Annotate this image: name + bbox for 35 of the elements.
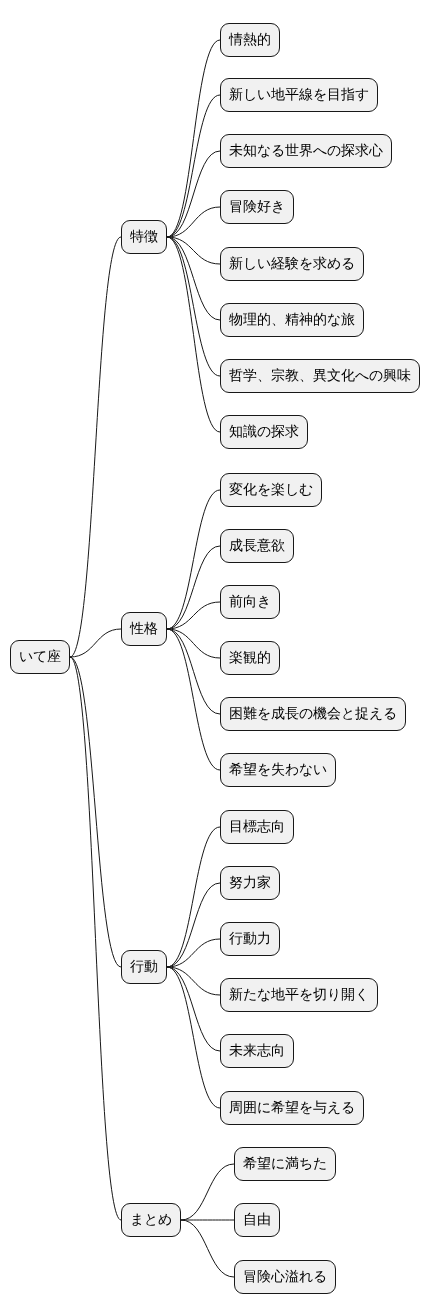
topic-box: 物理的、精神的な旅 (220, 303, 364, 337)
topic-box: 行動力 (220, 922, 280, 956)
connector-line (166, 236, 221, 433)
topic-box: 新しい地平線を目指す (220, 78, 378, 112)
topic-box: 新たな地平を切り開く (220, 978, 378, 1012)
topic-box: 情熱的 (220, 23, 280, 57)
topic-box: 性格 (121, 612, 167, 646)
topic-box: 変化を楽しむ (220, 473, 322, 507)
connector-line (69, 656, 122, 1221)
topic-box: 冒険好き (220, 190, 294, 224)
topic-box: 冒険心溢れる (234, 1260, 336, 1294)
connector-line (180, 1219, 235, 1221)
topic-box: 楽観的 (220, 641, 280, 675)
topic-box: 未知なる世界への探求心 (220, 134, 392, 168)
connector-line (69, 236, 122, 658)
topic-box: 希望を失わない (220, 753, 336, 787)
connector-line (180, 1219, 235, 1278)
topic-box: 目標志向 (220, 810, 294, 844)
topic-box: 成長意欲 (220, 529, 294, 563)
topic-box: 困難を成長の機会と捉える (220, 697, 406, 731)
connector-line (69, 628, 122, 658)
topic-box: いて座 (10, 640, 70, 674)
topic-box: 努力家 (220, 866, 280, 900)
topic-box: まとめ (121, 1203, 181, 1237)
topic-box: 知識の探求 (220, 415, 308, 449)
topic-box: 前向き (220, 585, 280, 619)
connector-line (69, 656, 122, 968)
topic-box: 未来志向 (220, 1034, 294, 1068)
topic-box: 哲学、宗教、異文化への興味 (220, 359, 420, 393)
topic-box: 周囲に希望を与える (220, 1091, 364, 1125)
topic-box: 希望に満ちた (234, 1147, 336, 1181)
topic-box: 行動 (121, 950, 167, 984)
topic-box: 特徴 (121, 220, 167, 254)
topic-box: 新しい経験を求める (220, 247, 364, 281)
topic-box: 自由 (234, 1203, 280, 1237)
